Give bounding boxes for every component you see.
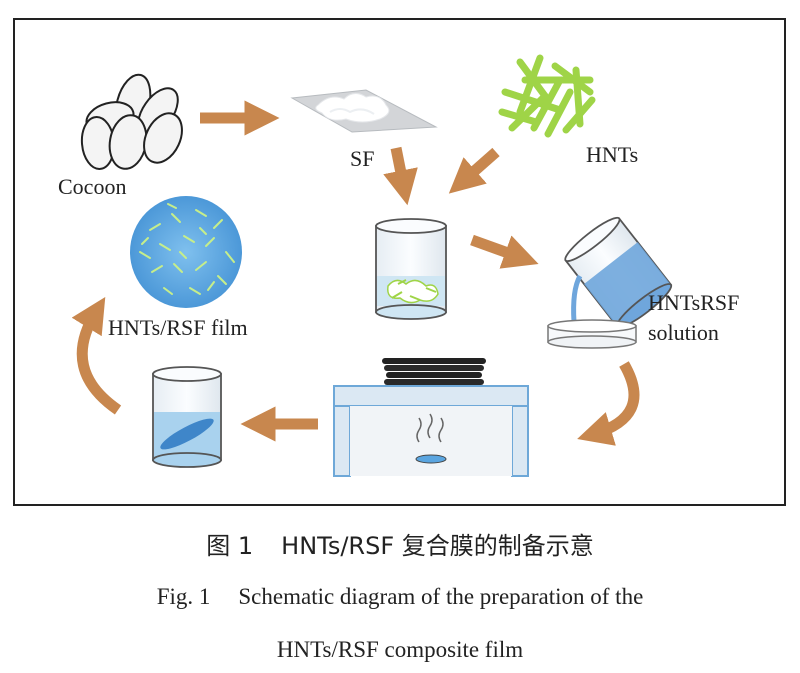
caption-en-text-line1: Schematic diagram of the preparation of … [238, 584, 644, 609]
arrow-sf-to-beaker [383, 146, 418, 206]
arrow-beaker-to-solution [470, 234, 539, 269]
label-cocoon: Cocoon [58, 174, 127, 199]
process-arrows [71, 100, 640, 446]
cocoon-icon [80, 73, 183, 170]
oven-icon [333, 358, 529, 477]
label-film: HNTs/RSF film [108, 315, 248, 340]
petri-dish-icon [547, 319, 637, 349]
label-sf: SF [350, 146, 375, 171]
hnts-icon [498, 54, 596, 138]
label-solution-line2: solution [648, 320, 719, 345]
pouring-beaker-icon [564, 216, 673, 329]
caption-english-line2: HNTs/RSF composite film [276, 637, 524, 662]
caption-chinese: 图 1 HNTs/RSF 复合膜的制备示意 [0, 526, 800, 561]
silk-fibroin-icon [290, 89, 438, 133]
label-hnts: HNTs [586, 142, 639, 167]
label-solution-line1: HNTsRSF [648, 290, 740, 315]
caption-cn-text: HNTs/RSF 复合膜的制备示意 [281, 532, 594, 560]
caption-en-figure-number: Fig. 1 [156, 584, 211, 609]
caption-english-line1: Fig. 1 Schematic diagram of the preparati… [0, 584, 800, 610]
film-beaker-icon [152, 366, 222, 468]
arrow-hnts-to-beaker [448, 147, 500, 194]
diagram-canvas [71, 54, 673, 477]
mixing-beaker-icon [375, 218, 447, 320]
arrow-beaker-to-film [71, 297, 122, 415]
composite-film-icon [130, 196, 242, 308]
caption-cn-figure-number: 图 1 [206, 532, 254, 560]
arrow-dish-to-oven [577, 361, 640, 446]
